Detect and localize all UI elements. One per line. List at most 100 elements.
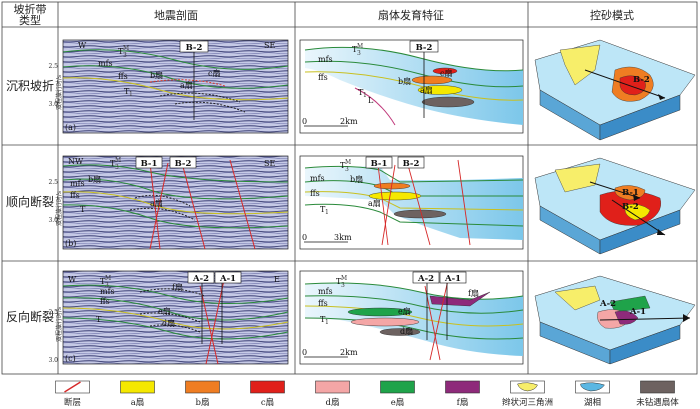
legend-item: a扇 (120, 380, 155, 408)
fan-c-fan-d: d扇 (400, 326, 413, 336)
fan-a-label-ffs: ffs (318, 73, 328, 82)
legend-label: a扇 (131, 397, 145, 408)
seismic-b-label-m: M (115, 157, 121, 164)
seismic-b-label-ffs: ffs (70, 191, 80, 200)
table-frame (1, 1, 698, 375)
fan-b-fan-a: a扇 (368, 198, 381, 208)
fan-a-fan-b: b扇 (398, 76, 411, 86)
fan-b-label-t: T (340, 161, 346, 170)
model-b-well-1: B-1 (622, 188, 639, 198)
seismic-a-label-mfs: mfs (98, 59, 113, 68)
model-c: A-2 A-1 (534, 275, 696, 365)
legend-label: f扇 (457, 397, 469, 408)
model-a: B-2 (534, 39, 696, 141)
legend-label: 辫状河三角洲 (502, 397, 553, 408)
fan-b-label-ffs: ffs (310, 189, 320, 198)
fan-a-label-mfs: mfs (318, 55, 333, 64)
seismic-c-label-t: T (96, 315, 102, 324)
seismic-b-tick-1: 3.0 (48, 217, 58, 224)
seismic-c-label-m: M (105, 275, 111, 282)
seismic-c-tick-1: 3.0 (48, 357, 58, 364)
seismic-a-tag: (a) (65, 123, 76, 132)
row-type-0: 沉积坡折 (6, 78, 54, 93)
fan-c-well-2: A-1 (444, 274, 461, 284)
seismic-panel-a: B-2 T M 3 mfs ffs T 1 b扇 c扇 a扇 W SE (a) (62, 39, 289, 134)
legend-item: e扇 (380, 380, 415, 408)
fan-b-well-1: B-1 (371, 159, 388, 169)
fan-c-scale-0: 0 (302, 348, 307, 357)
header-col0-line2: 类型 (19, 13, 41, 27)
legend-item: 断层 (55, 380, 90, 408)
seismic-b-fan-a: a扇 (150, 198, 163, 208)
model-c-well-2: A-1 (629, 307, 646, 317)
seismic-c-label-mfs: mfs (100, 287, 115, 296)
fan-a-label-t: T (352, 45, 358, 54)
row-type-1: 顺向断裂 (6, 194, 54, 209)
legend-item: b扇 (185, 380, 220, 408)
fan-b-label-m: M (345, 159, 351, 166)
seismic-panel-c: A-2 A-1 T M 3 mfs ffs f扇 e扇 d扇 T W E (c) (62, 270, 289, 365)
fan-b-scale-0: 0 (302, 233, 307, 242)
legend-item: d扇 (315, 380, 350, 408)
legend-label: b扇 (196, 397, 210, 408)
seismic-a-axis-label: 双程旅行时/s (55, 75, 63, 110)
fan-b-label-1: 1 (325, 209, 329, 216)
seismic-a-tick-0: 2.5 (48, 63, 58, 70)
seismic-c-well-2: A-1 (219, 274, 236, 284)
seismic-panel-b: B-1 B-2 T M 3 b扇 mfs ffs T a扇 NW SE (b) (62, 155, 289, 250)
fan-c-label-mfs: mfs (318, 287, 333, 296)
fan-b-well-2: B-2 (403, 159, 420, 169)
seismic-c-dir-left: W (68, 275, 77, 284)
fan-c-scale-1: 2km (340, 348, 358, 357)
model-a-well-label: B-2 (633, 75, 650, 85)
fan-b-scale-1: 3km (334, 233, 352, 242)
fan-c-label-t: T (336, 277, 342, 286)
header-col3: 控砂模式 (590, 8, 634, 22)
fan-c-fan-f: f扇 (468, 288, 479, 298)
fan-c-fan-e: e扇 (398, 306, 411, 316)
fan-b-label-3: 3 (345, 166, 349, 173)
fan-a-label-3: 3 (357, 50, 361, 57)
seismic-a-fan-c: c扇 (208, 68, 220, 78)
legend-item: f扇 (445, 380, 480, 408)
fan-c-label-3: 3 (341, 282, 345, 289)
seismic-c-fan-f: f扇 (172, 282, 183, 292)
seismic-b-label-mfs: mfs (70, 179, 85, 188)
legend-label: d扇 (326, 397, 340, 408)
seismic-b-well-2: B-2 (175, 159, 192, 169)
seismic-c-tick-0: 2.5 (48, 309, 58, 316)
seismic-b-tag: (b) (65, 239, 76, 248)
fan-c-label-ffs: ffs (318, 299, 328, 308)
seismic-c-fan-d: d扇 (162, 318, 175, 328)
legend-item: 未钻遇扇体 (636, 380, 679, 408)
seismic-b-tick-0: 2.5 (48, 179, 58, 186)
seismic-a-tick-1: 3.0 (48, 101, 58, 108)
seismic-a-label-3: 3 (123, 52, 127, 59)
legend-item: 湖相 (575, 380, 610, 408)
fan-a-scale-0: 0 (302, 117, 307, 126)
seismic-c-fan-e: e扇 (158, 306, 171, 316)
seismic-a-label-ffs: ffs (118, 72, 128, 81)
legend-swatch (640, 380, 675, 394)
legend-swatch (315, 380, 350, 394)
fan-b-label-t: T (320, 205, 326, 214)
legend-swatch (380, 380, 415, 394)
row-type-2: 反向断裂 (6, 309, 54, 324)
header-col2: 扇体发育特征 (378, 8, 444, 22)
legend-label: e扇 (391, 397, 405, 408)
model-c-well-1: A-2 (599, 299, 616, 309)
seismic-b-label-3: 3 (115, 164, 119, 171)
seismic-a-label-1: 1 (129, 91, 133, 98)
fan-a-label-l: L (368, 96, 374, 105)
seismic-a-dir-right: SE (264, 41, 275, 50)
seismic-a-fan-a: a扇 (180, 80, 193, 90)
seismic-a-well-label: B-2 (186, 43, 203, 53)
legend: 断层 a扇 b扇 c扇 d扇 e扇 f扇 辫状河三角洲 湖相未钻遇扇体 (55, 380, 679, 408)
seismic-b-well-1: B-1 (141, 159, 158, 169)
seismic-a-label-t: T (118, 47, 124, 56)
legend-item: c扇 (250, 380, 285, 408)
fan-panel-c: A-2 A-1 T M 3 mfs ffs e扇 d扇 T 1 f扇 0 2km (299, 270, 524, 365)
legend-swatch (250, 380, 285, 394)
seismic-b-label-t: T (80, 205, 86, 214)
